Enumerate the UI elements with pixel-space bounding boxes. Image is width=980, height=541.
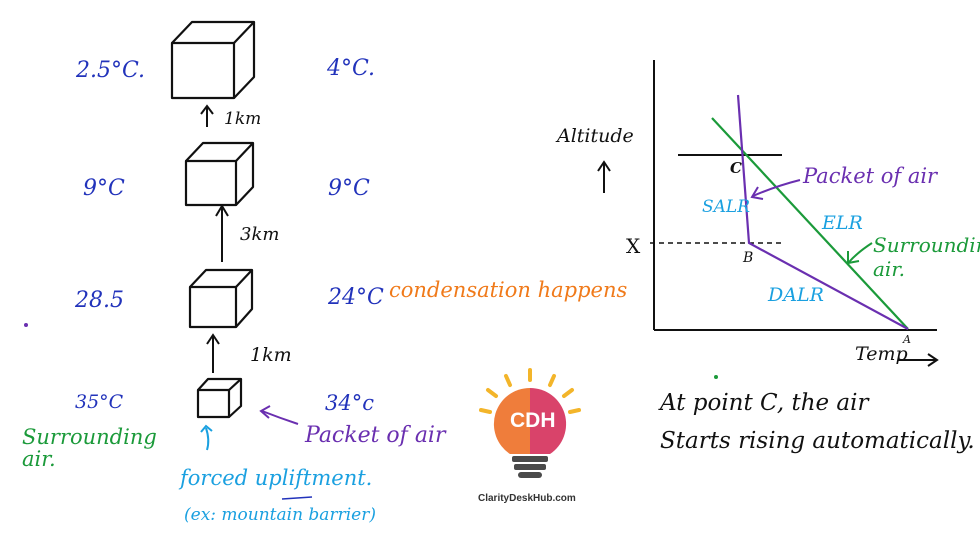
rise-arrow-3km <box>215 204 229 262</box>
uplift-arrow-icon <box>205 427 210 451</box>
graph-y-label: Altitude <box>557 125 634 147</box>
temp-right-row2: 9°C <box>328 176 370 201</box>
air-parcel-cube-third <box>188 268 254 329</box>
height-label-1km-lower: 1km <box>250 344 292 366</box>
graph-x-marker: X <box>626 234 641 258</box>
height-label-1km-top: 1km <box>224 109 262 129</box>
cdh-logo-bulb <box>479 368 581 478</box>
logo-initials: CDH <box>510 409 556 432</box>
temp-left-row1: 2.5°C. <box>76 58 146 83</box>
rise-arrow-1km-lower <box>206 333 220 373</box>
forced-upliftment-example: (ex: mountain barrier) <box>184 505 376 525</box>
temp-left-row3: 28.5 <box>75 288 124 313</box>
stray-dot <box>714 375 718 379</box>
temp-arrow-icon <box>898 353 939 367</box>
condensation-note: condensation happens <box>389 278 628 302</box>
graph-dalr-label: DALR <box>768 284 824 306</box>
graph-packet-label: Packet of air <box>803 164 938 188</box>
note-line-1: At point C, the air <box>660 390 869 416</box>
graph-salr-label: SALR <box>702 197 751 217</box>
parcel-lapse-path <box>736 94 909 330</box>
air-parcel-cube-bottom <box>196 377 243 419</box>
graph-elr-label: ELR <box>822 212 863 234</box>
underline-mark <box>281 496 313 500</box>
surrounding-air-label: Surrounding air. <box>22 425 157 471</box>
temp-right-row1: 4°C. <box>327 56 376 81</box>
temp-right-row3: 24°C <box>328 285 384 310</box>
packet-of-air-label: Packet of air <box>305 423 446 448</box>
temp-left-row2: 9°C <box>83 176 125 201</box>
graph-point-c: C <box>730 159 742 177</box>
height-label-3km: 3km <box>240 224 280 245</box>
graph-point-b: B <box>743 250 754 266</box>
elr-line <box>711 117 909 330</box>
temp-left-row4: 35°C <box>75 391 124 413</box>
graph-surrounding-label: Surrounding air. <box>873 233 980 281</box>
rise-arrow-1km-top <box>200 104 214 127</box>
graph-axes <box>653 60 937 331</box>
graph-packet-pointer <box>750 179 801 200</box>
graph-x-label: Temp <box>855 343 908 365</box>
note-line-2: Starts rising automatically. <box>660 428 975 454</box>
air-parcel-cube-top <box>170 20 256 100</box>
uplift-arrow-head-icon <box>200 424 213 433</box>
packet-pointer-arrow <box>259 405 299 425</box>
graph-point-a: A <box>903 333 911 346</box>
stray-dot <box>24 323 28 327</box>
temp-right-row4: 34°c <box>325 391 374 415</box>
forced-upliftment-label: forced upliftment. <box>180 466 373 490</box>
altitude-arrow-icon <box>597 160 611 193</box>
logo-site-name: ClarityDeskHub.com <box>478 493 576 504</box>
air-parcel-cube-second <box>184 141 255 207</box>
graph-surrounding-pointer <box>847 242 873 265</box>
